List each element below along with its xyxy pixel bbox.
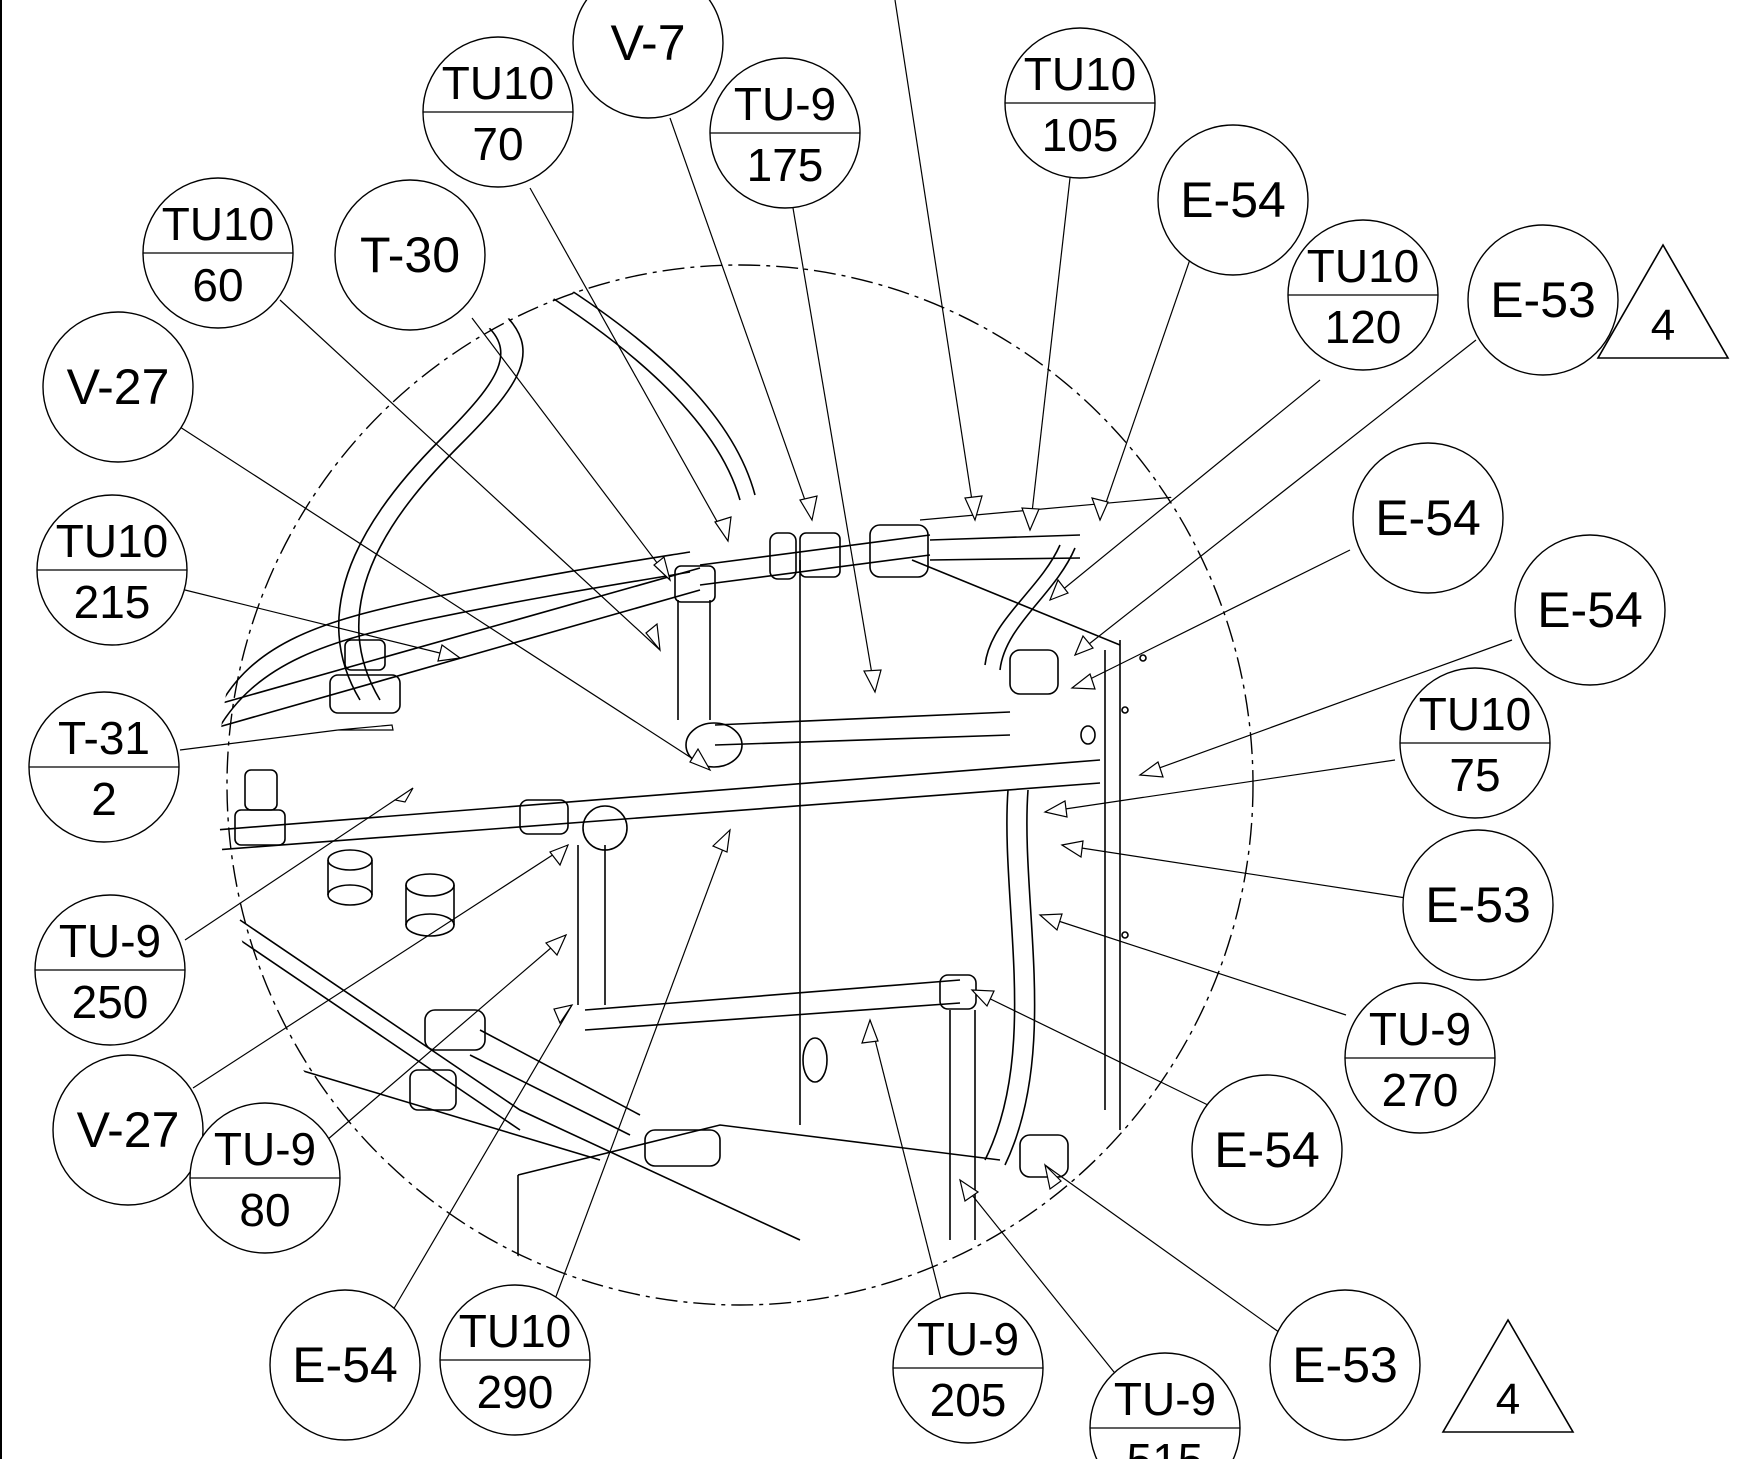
- balloon-label-bottom: 70: [472, 118, 523, 170]
- balloon-e54-c: E-54: [1514, 534, 1666, 686]
- balloon-t31-2: T-31 2: [28, 691, 180, 843]
- balloon-label-bottom: 60: [192, 259, 243, 311]
- balloon-label: V-27: [67, 359, 170, 415]
- balloon-label-top: T-31: [58, 712, 150, 764]
- balloon-tu10-120: TU10 120: [1287, 219, 1439, 371]
- balloon-e54-d: E-54: [1191, 1074, 1343, 1226]
- balloon-label-bottom: 175: [747, 139, 824, 191]
- revision-label: 4: [1651, 301, 1675, 350]
- balloon-tu9-175: TU-9 175: [709, 57, 861, 209]
- balloon-label-top: TU10: [1024, 48, 1136, 100]
- balloon-label-top: TU-9: [917, 1313, 1019, 1365]
- balloon-label-top: TU-9: [734, 78, 836, 130]
- balloon-e54-a: E-54: [1157, 124, 1309, 276]
- balloon-label-top: TU10: [1307, 240, 1419, 292]
- balloon-tu9-205: TU-9 205: [892, 1292, 1044, 1444]
- balloon-v7-top: V-7: [572, 0, 724, 119]
- balloon-label-top: TU10: [459, 1305, 571, 1357]
- balloon-tu9-515: TU-9 515: [1089, 1352, 1241, 1464]
- balloon-label: E-54: [1537, 582, 1643, 638]
- balloon-label-bottom: 515: [1127, 1434, 1204, 1459]
- balloon-label-bottom: 250: [72, 976, 149, 1028]
- leader-lines: [179, 0, 1513, 1383]
- balloon-v27-a: V-27: [42, 311, 194, 463]
- balloon-tu10-105: TU10 105: [1004, 27, 1156, 179]
- balloon-label-bottom: 215: [74, 576, 151, 628]
- balloon-label: E-54: [1375, 490, 1481, 546]
- balloon-e53-a: E-53: [1467, 224, 1619, 376]
- balloon-label-bottom: 75: [1449, 749, 1500, 801]
- revision-triangle-bottom: 4: [1441, 1318, 1575, 1433]
- equipment-geometry: [218, 279, 1176, 1300]
- balloon-label-bottom: 120: [1325, 301, 1402, 353]
- balloon-label-top: TU-9: [214, 1123, 316, 1175]
- balloon-label: E-54: [1180, 172, 1286, 228]
- leader-arrowheads: [337, 495, 1164, 1202]
- revision-triangle-top: 4: [1596, 243, 1730, 359]
- balloon-label: E-53: [1425, 877, 1531, 933]
- balloon-tu10-60: TU10 60: [142, 177, 294, 329]
- balloon-label-bottom: 2: [91, 773, 117, 825]
- balloon-t30: T-30: [334, 179, 486, 331]
- balloon-label-top: TU10: [1419, 688, 1531, 740]
- balloon-e53-b: E-53: [1402, 829, 1554, 981]
- balloon-label-top: TU10: [442, 57, 554, 109]
- balloon-label-top: TU10: [162, 198, 274, 250]
- balloon-tu9-250: TU-9 250: [34, 894, 186, 1046]
- balloon-tu10-75: TU10 75: [1399, 667, 1551, 819]
- balloon-label-bottom: 105: [1042, 109, 1119, 161]
- balloon-label-bottom: 290: [477, 1366, 554, 1418]
- detail-boundary: [226, 264, 1254, 1306]
- balloon-e54-b: E-54: [1352, 442, 1504, 594]
- balloon-label: T-30: [360, 227, 460, 283]
- balloon-label: E-54: [1214, 1122, 1320, 1178]
- balloon-tu10-290: TU10 290: [439, 1284, 591, 1436]
- balloon-label: E-53: [1490, 272, 1596, 328]
- balloon-tu9-270: TU-9 270: [1344, 982, 1496, 1134]
- balloon-label: V-7: [610, 15, 685, 71]
- balloon-tu10-215: TU10 215: [36, 494, 188, 646]
- balloon-label: E-53: [1292, 1337, 1398, 1393]
- balloon-label: V-27: [77, 1102, 180, 1158]
- balloon-tu10-70: TU10 70: [422, 36, 574, 188]
- balloon-label: E-54: [292, 1337, 398, 1393]
- balloon-label-bottom: 270: [1382, 1064, 1459, 1116]
- revision-label: 4: [1496, 1375, 1520, 1424]
- balloon-label-top: TU-9: [59, 915, 161, 967]
- balloon-v27-b: V-27: [52, 1054, 204, 1206]
- balloon-label-top: TU10: [56, 515, 168, 567]
- balloon-label-bottom: 80: [239, 1184, 290, 1236]
- balloon-e54-e: E-54: [269, 1289, 421, 1441]
- balloon-label-top: TU-9: [1369, 1003, 1471, 1055]
- balloon-tu9-80: TU-9 80: [189, 1102, 341, 1254]
- balloon-e53-c: E-53: [1269, 1289, 1421, 1441]
- balloon-label-top: TU-9: [1114, 1373, 1216, 1425]
- balloon-label-bottom: 205: [930, 1374, 1007, 1426]
